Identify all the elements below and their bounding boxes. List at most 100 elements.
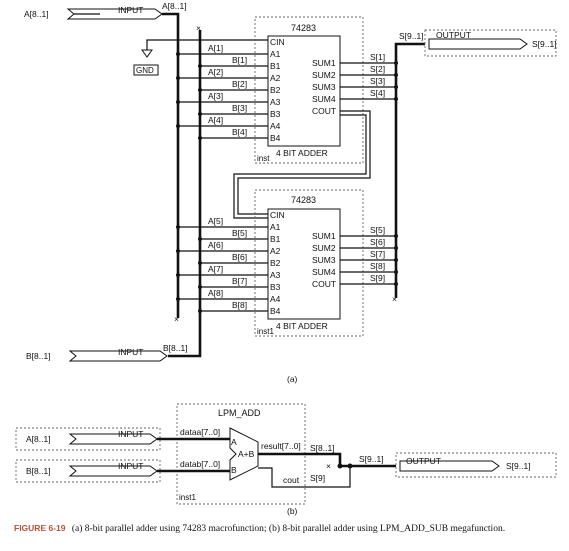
chip1-pin-sum1: SUM1 [312,58,336,68]
b-bus-cross: × [196,23,201,33]
out-s1-label: S[1] [370,52,385,62]
chip2-pin-b3: B3 [270,282,281,292]
input-a-type: INPUT [118,5,144,15]
wire-a8-label: A[8] [208,288,223,298]
wire-b7-label: B[7] [232,276,247,286]
output-b-pin-name: S[9..1] [506,461,531,471]
chip1-pin-a4: A4 [270,121,281,131]
adder-op: A+B [238,449,255,459]
input-b-bus-label: B[8..1] [163,343,188,353]
panel-b-sublabel: (b) [287,506,298,516]
chip2-pin-a2: A2 [270,246,281,256]
port-cout: cout [283,475,300,485]
wire-b2-label: B[2] [232,79,247,89]
chip1-pin-cin: CIN [270,37,285,47]
chip-74283-upper: 74283 CIN A1 B1 A2 B2 A3 B3 A4 B4 SUM1 S… [254,16,364,164]
input-b-b-pin-name: B[8..1] [26,466,51,476]
chip1-input-wires: A[1] B[1] A[2] B[2] A[3] B[3] A[4] B[4] [176,43,268,140]
output-b-type: OUTPUT [406,456,441,466]
chip2-inst: inst1 [257,327,274,336]
input-a-pin-name: A[8..1] [24,9,49,19]
b-bus-line [168,30,202,358]
adder-port-a: A [231,437,237,447]
input-a-pin: A[8..1] INPUT A[8..1] [24,1,187,20]
panel-a-sublabel: (a) [287,374,298,384]
input-a-pin-b: A[8..1] INPUT [15,427,161,451]
chip-74283-lower: 74283 CIN A1 B1 A2 B2 A3 B3 A4 B4 SUM1 S… [254,189,364,337]
chip1-pin-b3: B3 [270,109,281,119]
chip1-pin-a2: A2 [270,73,281,83]
lpm-add-module: LPM_ADD inst1 A A+B B dataa[7..0] datab[… [176,403,306,505]
wire-b1-label: B[1] [232,55,247,65]
chip1-pin-cout: COUT [312,106,336,116]
input-a-bus-label: A[8..1] [162,1,187,11]
chip1-pin-sum3: SUM3 [312,82,336,92]
wire-b4-label: B[4] [232,127,247,137]
adder-port-b: B [231,465,237,475]
wire-a2-label: A[2] [208,67,223,77]
port-datab: datab[7..0] [180,459,220,469]
carry-wire [237,110,371,215]
a-bus-line [162,12,180,318]
wire-a3-label: A[3] [208,91,223,101]
output-bus-b-label: S[9..1] [359,454,384,464]
port-dataa: dataa[7..0] [180,427,220,437]
chip2-pin-b1: B1 [270,234,281,244]
out-s7-label: S[7] [370,249,385,259]
chip2-pin-cout: COUT [312,279,336,289]
chip2-pin-sum3: SUM3 [312,255,336,265]
figure-caption-text: (a) 8-bit parallel adder using 74283 mac… [71,524,506,534]
lpm-add-inst: inst1 [179,493,196,502]
carry-label: S[9] [310,473,325,483]
chip1-pin-sum4: SUM4 [312,94,336,104]
result-bus-label: S[8..1] [310,443,335,453]
output-a-type: OUTPUT [436,30,471,40]
carry-wire-inner [233,114,367,219]
out-s6-label: S[6] [370,237,385,247]
wire-a4-label: A[4] [208,115,223,125]
wire-a1-label: A[1] [208,43,223,53]
out-s4-label: S[4] [370,88,385,98]
gnd-label: GND [136,66,154,75]
wire-b5-label: B[5] [232,228,247,238]
input-a-b-pin-name: A[8..1] [26,434,51,444]
input-a-b-type: INPUT [118,429,144,439]
chip2-caption: 4 BIT ADDER [276,321,328,331]
chip2-pin-a4: A4 [270,294,281,304]
chip2-pin-a3: A3 [270,270,281,280]
chip2-pin-sum4: SUM4 [312,267,336,277]
output-bus-label: S[9..1] [399,31,424,41]
figure-caption: FIGURE 6-19 (a) 8-bit parallel adder usi… [14,522,554,535]
chip2-pin-b4: B4 [270,306,281,316]
chip2-pin-sum1: SUM1 [312,231,336,241]
result-bus [258,452,396,468]
lpm-add-title: LPM_ADD [218,408,261,418]
figure-number: FIGURE 6-19 [14,523,66,533]
chip2-input-wires: A[5] B[5] A[6] B[6] A[7] B[7] A[8] B[8] [176,216,268,313]
output-a-pin-name: S[9..1] [532,39,557,49]
out-s9-label: S[9] [370,273,385,283]
port-result: result[7..0] [261,441,301,451]
s-bus-line [394,42,425,298]
input-b-type: INPUT [118,347,144,357]
input-b-b-type: INPUT [118,461,144,471]
wire-b3-label: B[3] [232,103,247,113]
out-s2-label: S[2] [370,64,385,74]
gnd-symbol: GND [133,39,268,76]
output-pin-b: OUTPUT S[9..1] [395,452,557,478]
chip2-pin-sum2: SUM2 [312,243,336,253]
chip1-pin-b4: B4 [270,133,281,143]
chip1-pin-sum2: SUM2 [312,70,336,80]
cout-wire [258,466,351,488]
input-b-pin-name: B[8..1] [26,351,51,361]
chip1-inst: inst [257,154,270,163]
wire-a5-label: A[5] [208,216,223,226]
chip2-pin-cin: CIN [270,210,285,220]
input-b-pin: B[8..1] INPUT B[8..1] [26,343,188,362]
wire-a7-label: A[7] [208,264,223,274]
chip2-part: 74283 [291,195,316,205]
chip2-pin-b2: B2 [270,258,281,268]
wire-b8-label: B[8] [232,300,247,310]
chip1-pin-b1: B1 [270,61,281,71]
